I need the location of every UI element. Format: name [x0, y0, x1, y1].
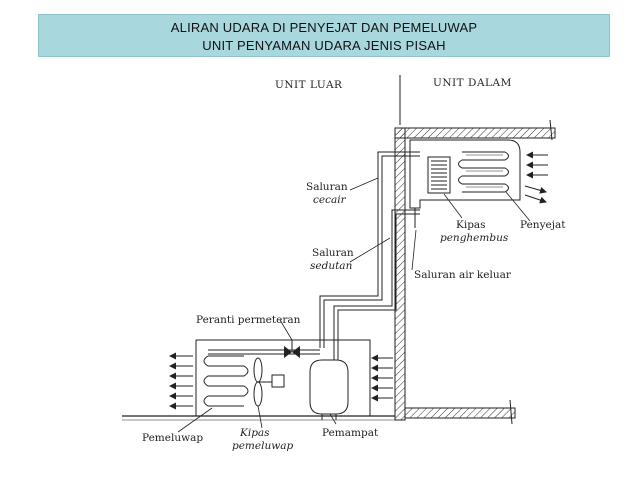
metering-device-label: Peranti permeteran [196, 314, 301, 326]
liquid-line-label-1: Saluran [306, 181, 348, 193]
building-wall [394, 119, 556, 425]
title-banner: ALIRAN UDARA DI PENYEJAT DAN PEMELUWAP U… [38, 14, 610, 57]
outdoor-unit-casing [195, 339, 371, 416]
metering-device [284, 340, 300, 358]
blower-fan-label-2: penghembus [440, 232, 509, 244]
title-line-2: UNIT PENYAMAN UDARA JENIS PISAH [202, 38, 446, 53]
indoor-air-arrows [524, 151, 548, 204]
title-line-1: ALIRAN UDARA DI PENYEJAT DAN PEMELUWAP [170, 20, 478, 35]
condenser-fan-label-2: pemeluwap [232, 440, 293, 452]
suction-line-label-2: sedutan [310, 260, 353, 272]
refrigerant-lines [208, 151, 420, 360]
leader-lines [177, 177, 531, 433]
condenser-fan-label-1: Kipas [239, 427, 270, 439]
compressor [309, 359, 349, 420]
condenser-coil [203, 355, 249, 407]
drain-line-label: Saluran air keluar [414, 269, 512, 281]
condenser-fan [253, 357, 285, 407]
indoor-unit-casing [409, 139, 521, 209]
suction-line-label-1: Saluran [312, 247, 354, 259]
condenser-label: Pemeluwap [142, 432, 203, 444]
blower-fan-label-1: Kipas [456, 219, 486, 231]
blower-fan [427, 156, 451, 194]
evaporator-coil [458, 151, 509, 193]
indoor-unit-label: UNIT DALAM [433, 77, 512, 89]
liquid-line-label-2: cecair [313, 194, 347, 206]
outdoor-intake-arrows [371, 354, 393, 402]
compressor-label: Pemampat [322, 427, 379, 439]
condenser-air-arrows [169, 352, 193, 410]
outdoor-unit-label: UNIT LUAR [275, 79, 343, 91]
evaporator-label: Penyejat [520, 219, 566, 231]
